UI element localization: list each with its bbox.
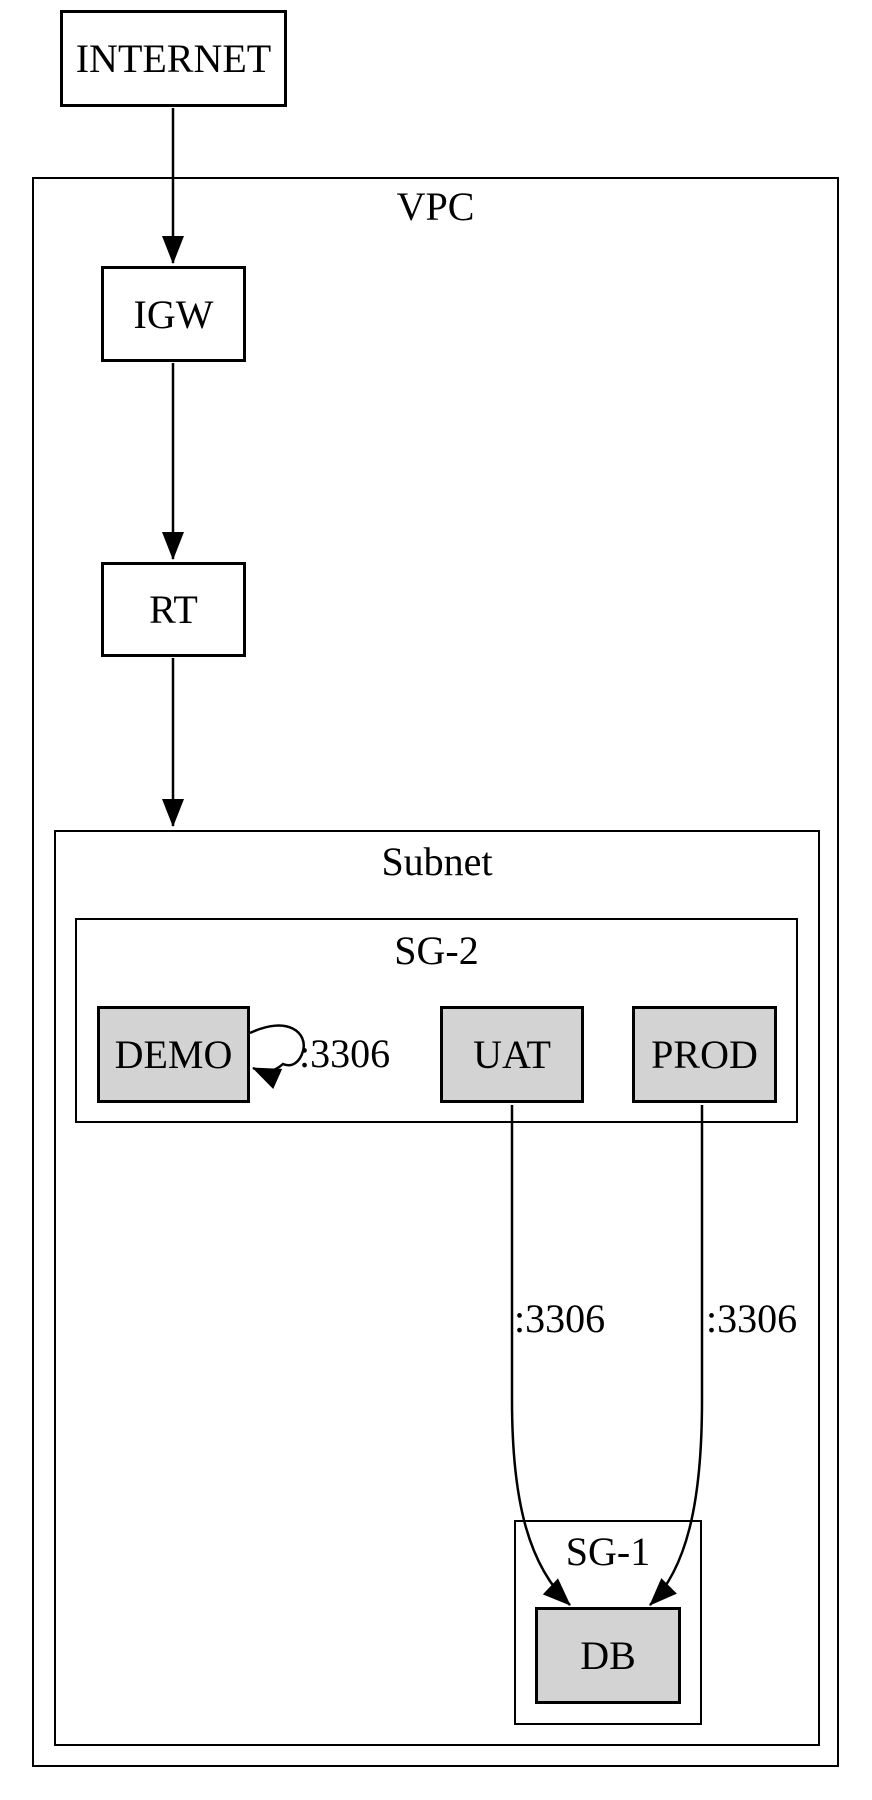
node-igw-label: IGW bbox=[133, 291, 214, 337]
cluster-subnet: Subnet bbox=[54, 830, 820, 1746]
edge-label-demo-loop-port: :3306 bbox=[299, 1031, 391, 1076]
edge-label-uat-db-port: :3306 bbox=[514, 1296, 606, 1341]
edge-prod-db bbox=[649, 1105, 704, 1606]
node-igw: IGW bbox=[101, 266, 246, 362]
node-demo-label: DEMO bbox=[114, 1032, 233, 1077]
node-prod: PROD bbox=[632, 1006, 777, 1103]
node-rt: RT bbox=[101, 562, 246, 657]
node-demo: DEMO bbox=[97, 1006, 250, 1103]
cluster-sg1: SG-1 bbox=[514, 1520, 702, 1725]
node-db: DB bbox=[535, 1607, 681, 1704]
cluster-subnet-label: Subnet bbox=[381, 839, 493, 884]
cluster-sg2: SG-2 bbox=[75, 918, 798, 1123]
node-db-label: DB bbox=[580, 1633, 636, 1678]
node-internet: INTERNET bbox=[60, 10, 287, 107]
node-uat-label: UAT bbox=[473, 1032, 551, 1077]
cluster-sg2-label: SG-2 bbox=[394, 928, 479, 973]
node-rt-label: RT bbox=[149, 587, 198, 632]
edge-label-prod-db-port: :3306 bbox=[706, 1296, 798, 1341]
cluster-vpc-label: VPC bbox=[396, 184, 475, 229]
cluster-vpc: VPC bbox=[32, 177, 839, 1767]
node-uat: UAT bbox=[440, 1006, 584, 1103]
edge-uat-db bbox=[510, 1105, 571, 1606]
cluster-sg1-label: SG-1 bbox=[565, 1529, 651, 1574]
node-internet-label: INTERNET bbox=[75, 36, 272, 81]
node-prod-label: PROD bbox=[651, 1032, 758, 1077]
edge-demo-self-loop bbox=[249, 1024, 305, 1090]
